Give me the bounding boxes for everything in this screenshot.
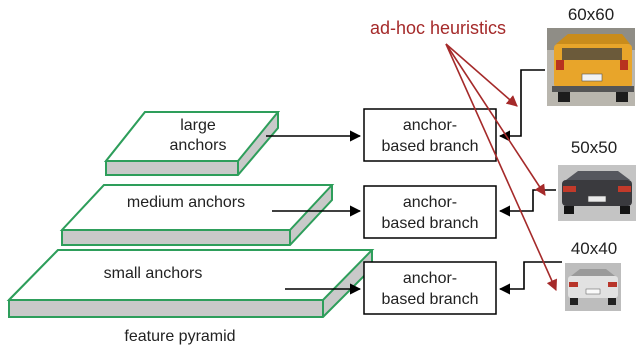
image-size-label: 40x40 — [571, 239, 617, 258]
arrow-image-50-to-branch — [498, 189, 556, 217]
heuristic-arrow — [445, 43, 518, 107]
branch-label: anchor- — [403, 117, 457, 134]
pyramid-level-label: medium anchors — [127, 194, 245, 211]
branch-label: based branch — [382, 291, 479, 308]
vehicle-image-40 — [565, 263, 621, 311]
branch-box: anchor- based branch — [363, 261, 497, 315]
pyramid-caption: feature pyramid — [124, 328, 235, 345]
pyramid-level-label: anchors — [170, 137, 227, 154]
branch-box: anchor- based branch — [363, 108, 497, 162]
vehicle-image-50 — [558, 165, 636, 221]
arrow-image-60-to-branch — [498, 69, 545, 142]
vehicle-image-60 — [547, 28, 635, 106]
pyramid-level-label: large — [180, 117, 216, 134]
heuristic-arrow — [445, 43, 557, 292]
heuristic-arrow — [445, 43, 546, 196]
pyramid-level-small: small anchors — [6, 249, 375, 318]
branch-label: anchor- — [403, 194, 457, 211]
image-size-label: 60x60 — [568, 5, 614, 24]
branch-label: based branch — [382, 215, 479, 232]
pyramid-level-large: large anchors — [103, 111, 281, 176]
branch-label: anchor- — [403, 270, 457, 287]
heuristics-label: ad-hoc heuristics — [370, 18, 506, 38]
pyramid-level-medium: medium anchors — [59, 184, 335, 246]
pyramid-level-label: small anchors — [104, 265, 203, 282]
branch-box: anchor- based branch — [363, 185, 497, 239]
branch-label: based branch — [382, 138, 479, 155]
image-size-label: 50x50 — [571, 138, 617, 157]
arrow-image-40-to-branch — [498, 261, 562, 295]
